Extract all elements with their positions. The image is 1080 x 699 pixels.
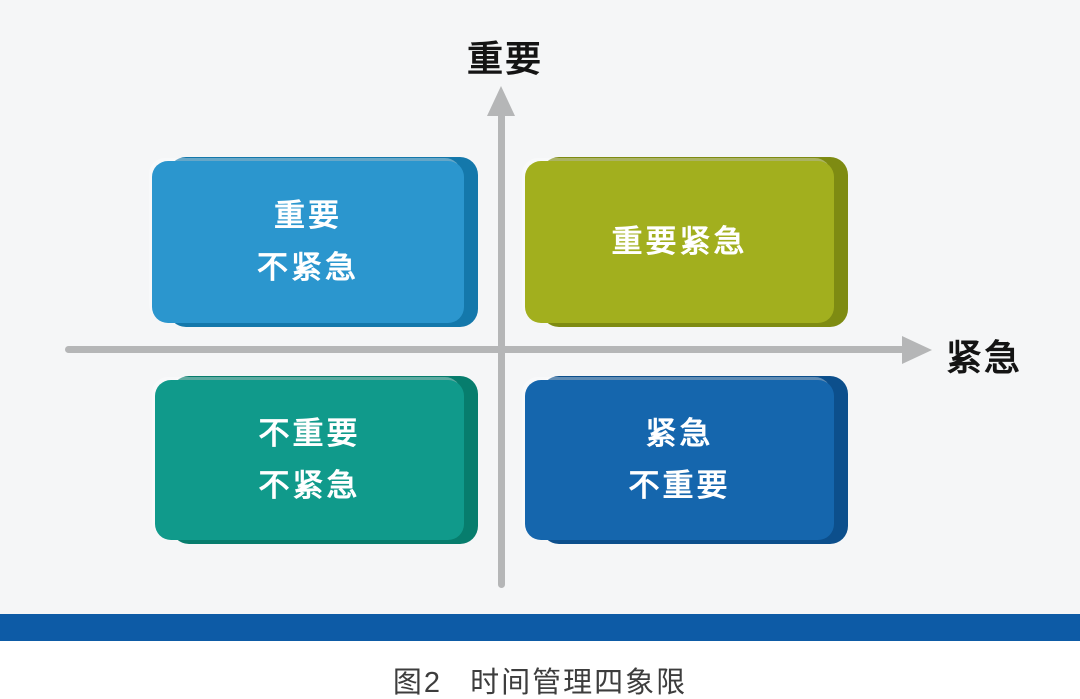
quadrant-urgent-not-important: 紧急 不重要 (525, 376, 848, 544)
up-arrow-icon (487, 86, 515, 116)
figure-caption: 图2 时间管理四象限 (0, 659, 1080, 699)
quadrant-label-line: 不紧急 (257, 250, 359, 285)
quadrant-label-line: 不重要 (628, 468, 731, 503)
quadrant-label-line: 不重要 (258, 416, 361, 451)
caption-background (0, 641, 1080, 699)
quadrant-face: 重要紧急 (525, 161, 834, 323)
bottom-bar (0, 614, 1080, 641)
horizontal-axis-line (65, 346, 905, 353)
quadrant-face: 重要 不紧急 (152, 161, 464, 323)
quadrant-face: 不重要 不紧急 (155, 380, 464, 540)
quadrant-important-urgent: 重要紧急 (525, 157, 848, 327)
quadrant-face: 紧急 不重要 (525, 380, 834, 540)
quadrant-label-line: 不紧急 (258, 468, 361, 503)
quadrant-label-line: 重要 (274, 198, 342, 233)
y-axis-label: 重要 (467, 38, 544, 79)
quadrant-not-important-not-urgent: 不重要 不紧急 (155, 376, 478, 544)
quadrant-important-not-urgent: 重要 不紧急 (152, 157, 478, 327)
quadrant-label-line: 紧急 (645, 416, 714, 451)
quadrant-label-line: 重要紧急 (611, 224, 748, 259)
figure-title: 时间管理四象限 (470, 667, 688, 699)
right-arrow-icon (902, 336, 932, 364)
figure-number: 图2 (392, 667, 443, 699)
x-axis-label: 紧急 (946, 337, 1023, 378)
